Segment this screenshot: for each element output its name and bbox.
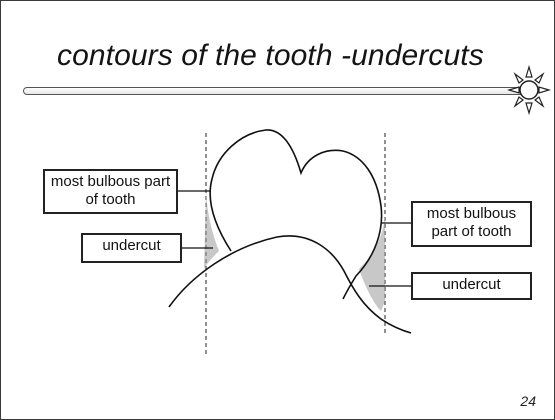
page-number: 24 — [520, 393, 536, 409]
label-left-undercut: undercut — [81, 233, 182, 263]
tooth-crown-outline — [210, 130, 381, 299]
label-right-undercut: undercut — [411, 272, 532, 300]
label-right-most-bulbous: most bulbous part of tooth — [411, 201, 532, 247]
label-left-most-bulbous: most bulbous part of tooth — [43, 169, 178, 214]
right-undercut-shading — [359, 216, 385, 311]
